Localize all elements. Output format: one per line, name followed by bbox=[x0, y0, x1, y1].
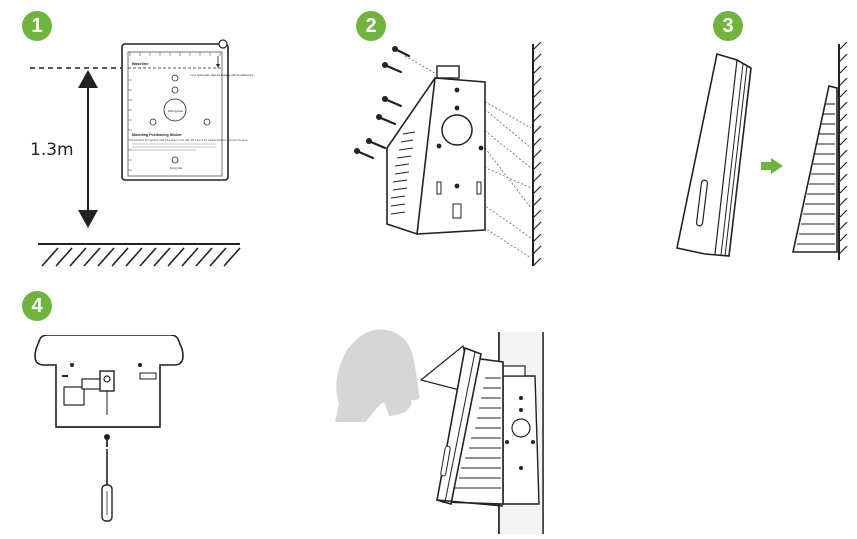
template-baseline-label: Baseline bbox=[132, 61, 149, 66]
template-top-note: 1.3 m below plate, align the baseline wi… bbox=[190, 74, 254, 77]
step-3-illustration bbox=[676, 41, 848, 260]
user-view-illustration bbox=[335, 329, 544, 534]
template-hole-label: Fixing hole bbox=[170, 167, 183, 170]
step-2-badge: 2 bbox=[356, 11, 386, 41]
user-head-icon bbox=[335, 329, 420, 422]
step-2-illustration bbox=[354, 41, 542, 267]
step-1-illustration: Baseline 1.3 m below plate, align the ba… bbox=[30, 39, 254, 267]
green-arrow-icon bbox=[761, 158, 783, 174]
template-note: Instructions for mounting: Attach the st… bbox=[132, 139, 248, 142]
step-4-badge: 4 bbox=[22, 291, 52, 321]
mounting-height-label: 1.3m bbox=[30, 140, 74, 160]
template-title: Mounting Positioning Sticker bbox=[132, 133, 182, 137]
template-wiring-label: Wiring hole bbox=[168, 109, 183, 113]
step-1-badge: 1 bbox=[22, 11, 52, 41]
step-4-illustration bbox=[34, 335, 184, 522]
step-3-badge: 3 bbox=[713, 11, 743, 41]
mounting-template: Baseline 1.3 m below plate, align the ba… bbox=[121, 39, 254, 181]
